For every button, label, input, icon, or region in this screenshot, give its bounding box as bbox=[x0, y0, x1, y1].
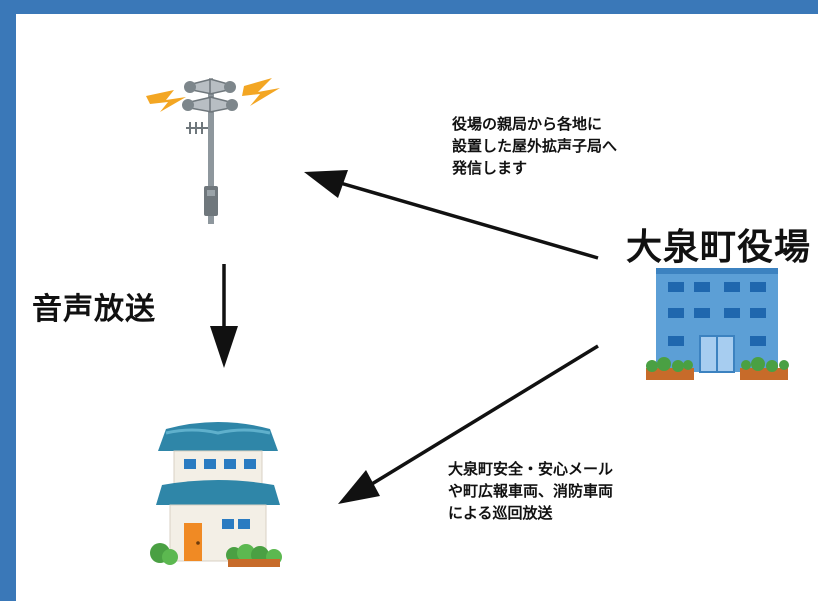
note-mail-and-patrol: 大泉町安全・安心メール や町広報車両、消防車両 による巡回放送 bbox=[448, 460, 614, 522]
arrow-office-to-house bbox=[338, 344, 599, 504]
house-icon bbox=[150, 422, 282, 567]
loudspeaker-tower-icon bbox=[146, 78, 280, 224]
arrow-tower-to-house bbox=[210, 264, 238, 368]
townhall-label: 大泉町役場 bbox=[626, 227, 812, 268]
office-building-icon bbox=[646, 268, 789, 380]
voice-broadcast-label: 音声放送 bbox=[32, 292, 156, 327]
note-broadcast-to-stations: 役場の親局から各地に 設置した屋外拡声子局へ 発信します bbox=[452, 115, 618, 177]
arrow-office-to-tower bbox=[304, 170, 599, 260]
